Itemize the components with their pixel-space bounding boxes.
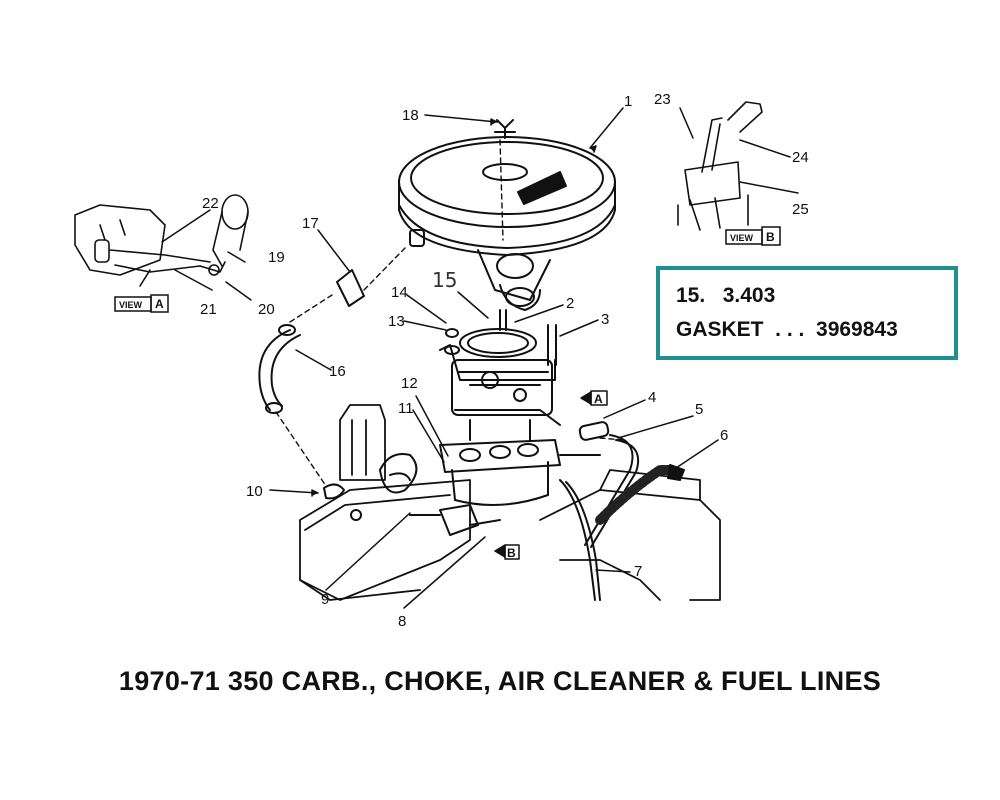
callout-1: 1 bbox=[624, 93, 632, 110]
callout-23: 23 bbox=[654, 91, 671, 108]
part-info-box: 15. 3.403 GASKET . . . 3969843 bbox=[656, 266, 958, 360]
view-b-letter: B bbox=[766, 230, 775, 244]
choke-assembly bbox=[379, 453, 501, 536]
dashed-guides bbox=[275, 139, 624, 487]
view-a-letter: A bbox=[155, 297, 164, 311]
part-number-line: 15. 3.403 bbox=[676, 284, 776, 307]
callout-9: 9 bbox=[321, 591, 329, 608]
part-description-line: GASKET . . . 3969843 bbox=[676, 318, 898, 341]
air-cleaner bbox=[398, 136, 616, 311]
callout-16: 16 bbox=[329, 363, 346, 380]
carburetor bbox=[439, 309, 561, 506]
callout-19: 19 bbox=[268, 249, 285, 266]
callout-4: 4 bbox=[648, 389, 656, 406]
fuel-lines bbox=[559, 421, 685, 601]
view-b-inset bbox=[677, 101, 763, 231]
callout-21: 21 bbox=[200, 301, 217, 318]
callout-10: 10 bbox=[246, 483, 263, 500]
callout-14: 14 bbox=[391, 284, 408, 301]
callout-8: 8 bbox=[398, 613, 406, 630]
view-b-label: VIEW B bbox=[725, 226, 781, 246]
callout-25: 25 bbox=[792, 201, 809, 218]
callout-7: 7 bbox=[634, 563, 642, 580]
callout-13: 13 bbox=[388, 313, 405, 330]
callout-20: 20 bbox=[258, 301, 275, 318]
view-b-word: VIEW bbox=[730, 233, 754, 243]
view-b-marker-letter: B bbox=[507, 546, 516, 560]
callout-12: 12 bbox=[401, 375, 418, 392]
callout-24: 24 bbox=[792, 149, 809, 166]
handwritten-15: 15 bbox=[432, 268, 457, 292]
view-b-marker bbox=[494, 544, 520, 560]
wing-nut bbox=[494, 119, 516, 139]
callout-17: 17 bbox=[302, 215, 319, 232]
callout-5: 5 bbox=[695, 401, 703, 418]
callout-22: 22 bbox=[202, 195, 219, 212]
pcv-hose bbox=[258, 269, 365, 521]
callout-2: 2 bbox=[566, 295, 574, 312]
view-a-marker-letter: A bbox=[594, 392, 603, 406]
view-a-word: VIEW bbox=[119, 300, 143, 310]
callout-18: 18 bbox=[402, 107, 419, 124]
leader-lines bbox=[161, 107, 799, 609]
callout-11: 11 bbox=[398, 400, 414, 417]
view-a-label: VIEW A bbox=[114, 294, 169, 313]
engine-block bbox=[299, 404, 721, 601]
view-a-inset bbox=[74, 194, 249, 287]
view-a-marker bbox=[580, 390, 608, 406]
callout-3: 3 bbox=[601, 311, 609, 328]
callout-6: 6 bbox=[720, 427, 728, 444]
diagram-caption: 1970-71 350 CARB., CHOKE, AIR CLEANER & … bbox=[118, 666, 882, 696]
